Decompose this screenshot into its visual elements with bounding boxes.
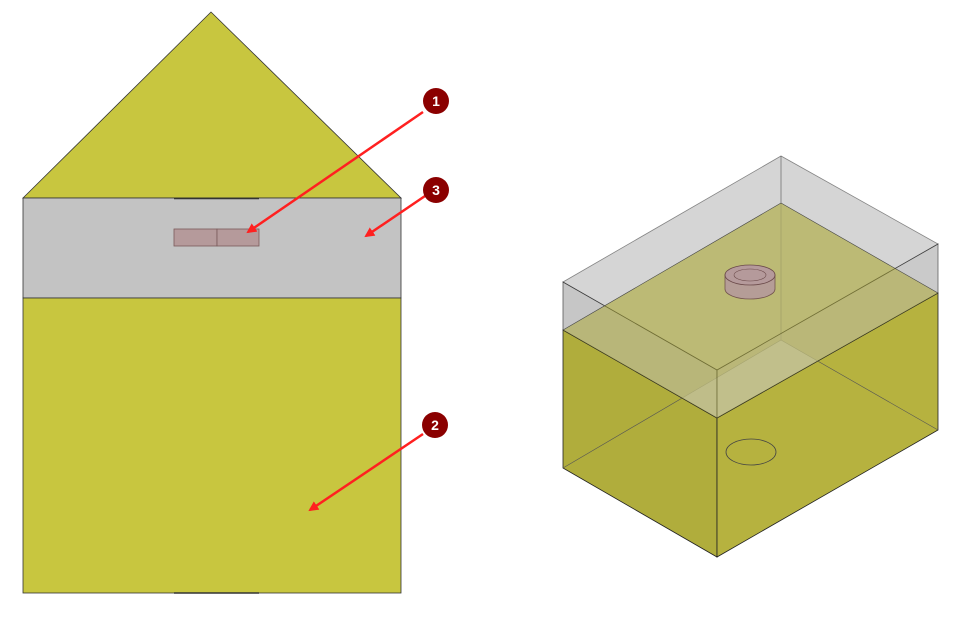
- electrode-cylinder-inner: [733, 268, 767, 282]
- callout-badge-3: 3: [423, 177, 449, 203]
- callout-1-arrow: [246, 110, 424, 234]
- section-view: [22, 11, 402, 594]
- electrode-left: [173, 228, 218, 247]
- callout-badge-2: 2: [422, 412, 448, 438]
- callout-badge-3-circle: [423, 177, 449, 203]
- air-layer: [22, 197, 402, 299]
- soil-top-surface: [563, 203, 938, 418]
- callout-badge-2-label: 2: [431, 417, 439, 433]
- callout-badge-1-label: 1: [432, 93, 440, 109]
- isometric-view: [562, 155, 939, 558]
- electrode-right: [216, 228, 260, 247]
- soil-top-triangle: [22, 11, 402, 199]
- soil-domain: [22, 297, 402, 594]
- callout-badge-1-circle: [423, 88, 449, 114]
- soil-top-edge-back-right: [780, 202, 939, 294]
- air-top-face: [562, 155, 939, 371]
- soil-top-edge-back-left: [562, 202, 782, 331]
- electrode-cylinder: [724, 264, 776, 300]
- electrode-cylinder-top: [724, 264, 776, 286]
- buried-ring-outline: [725, 438, 777, 466]
- callout-3-arrow: [364, 194, 426, 238]
- callout-badge-3-label: 3: [432, 182, 440, 198]
- callout-2-arrow: [308, 432, 424, 512]
- callout-badge-2-circle: [422, 412, 448, 438]
- callout-arrows: [246, 110, 426, 512]
- callout-badge-1: 1: [423, 88, 449, 114]
